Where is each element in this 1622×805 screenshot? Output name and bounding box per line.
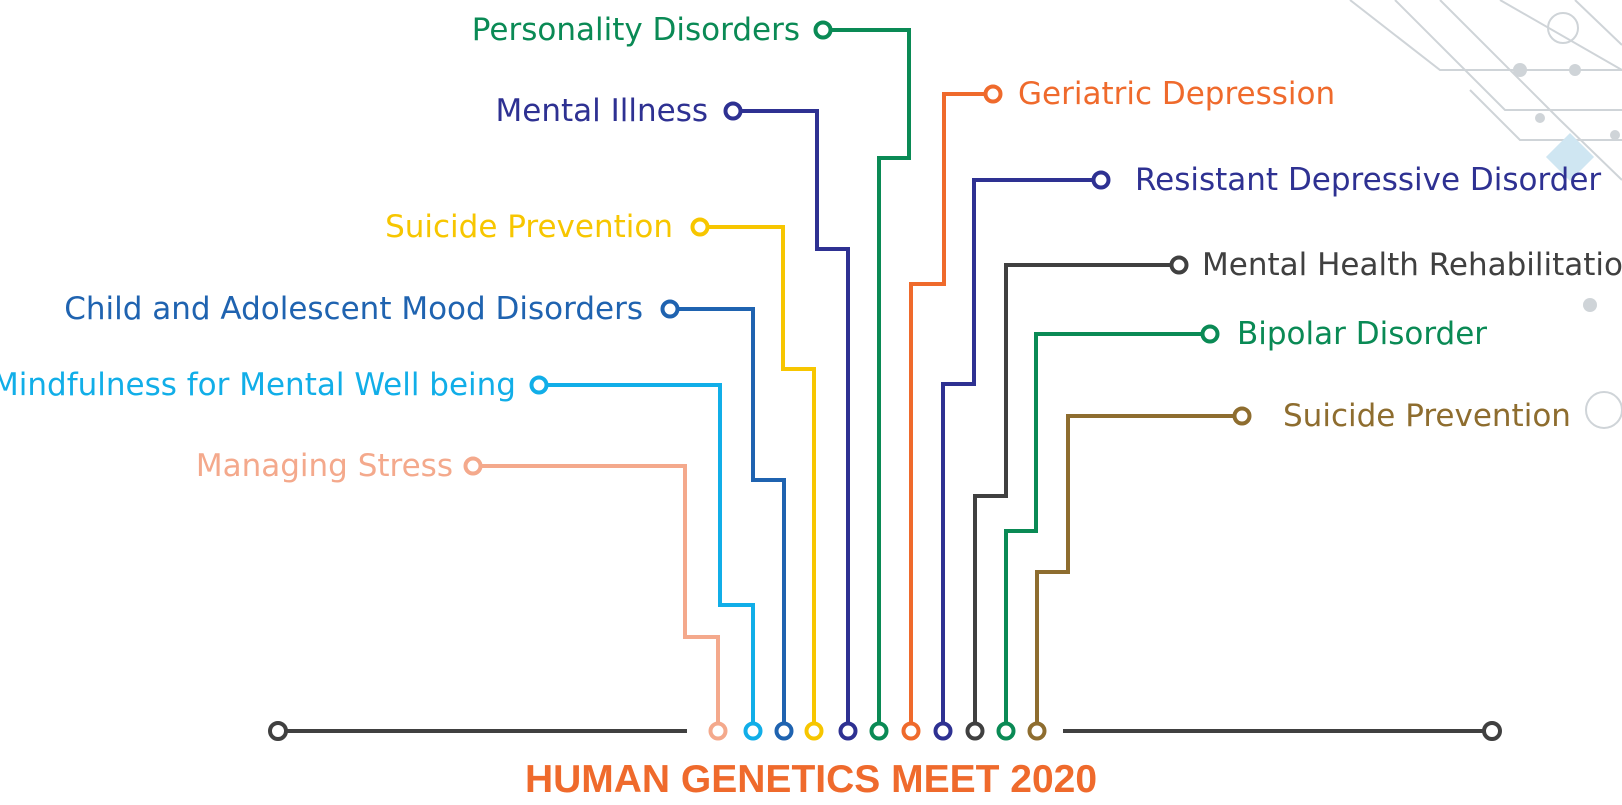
left-topic-label-0: Personality Disorders: [472, 12, 800, 48]
right-axis-node-3: [996, 721, 1016, 741]
axis-end-node: [1482, 721, 1502, 741]
left-axis-node-5: [708, 721, 728, 741]
axis-end-node: [268, 721, 288, 741]
right-axis-node-1: [933, 721, 953, 741]
right-connector-line-2: [973, 263, 1179, 731]
left-connector-line-1: [733, 109, 850, 731]
decor-line: [1439, 0, 1622, 181]
left-topic-label-1: Mental Illness: [496, 93, 708, 129]
right-label-node-4: [1232, 406, 1252, 426]
left-connector-line-4: [539, 383, 755, 731]
right-topic-label-4: Suicide Prevention: [1283, 398, 1571, 434]
decor-line: [1499, 0, 1622, 71]
right-axis-node-0: [901, 721, 921, 741]
right-topic-label-0: Geriatric Depression: [1018, 76, 1335, 112]
left-axis-node-4: [743, 721, 763, 741]
left-axis-node-1: [838, 721, 858, 741]
right-topic-label-2: Mental Health Rehabilitation: [1202, 247, 1622, 283]
left-connector-line-2: [700, 225, 816, 731]
decor-node: [1585, 391, 1622, 429]
left-connector-line-0: [823, 28, 911, 731]
bottom-axis: [268, 721, 1502, 741]
left-topic-label-4: Mindfulness for Mental Well being: [0, 367, 516, 403]
decor-line: [1349, 0, 1622, 71]
left-axis-node-0: [869, 721, 889, 741]
left-axis-node-3: [774, 721, 794, 741]
left-label-node-5: [463, 456, 483, 476]
decor-dot: [1569, 64, 1581, 76]
left-topic-label-5: Managing Stress: [196, 448, 453, 484]
right-connector-line-1: [941, 178, 1101, 731]
left-label-node-1: [723, 101, 743, 121]
left-label-node-2: [690, 217, 710, 237]
decor-dot: [1610, 130, 1620, 140]
right-connector-line-3: [1004, 332, 1210, 731]
circuit-decoration: [1349, 0, 1622, 429]
left-label-node-0: [813, 20, 833, 40]
right-topic-label-1: Resistant Depressive Disorder: [1135, 162, 1601, 198]
decor-dot: [1513, 63, 1527, 77]
left-connector-line-5: [473, 464, 720, 731]
decor-node: [1547, 12, 1579, 44]
left-label-node-3: [660, 299, 680, 319]
event-title: HUMAN GENETICS MEET 2020: [525, 758, 1097, 801]
left-label-node-4: [529, 375, 549, 395]
decor-line: [1574, 0, 1622, 46]
right-axis-node-4: [1027, 721, 1047, 741]
right-connector-line-0: [909, 92, 993, 731]
left-topic-label-3: Child and Adolescent Mood Disorders: [64, 291, 643, 327]
right-label-node-2: [1169, 255, 1189, 275]
right-label-node-0: [983, 84, 1003, 104]
decor-dot: [1583, 298, 1597, 312]
left-topic-label-2: Suicide Prevention: [385, 209, 673, 245]
left-connector-line-3: [670, 307, 786, 731]
right-axis-node-2: [965, 721, 985, 741]
right-topic-label-3: Bipolar Disorder: [1237, 316, 1487, 352]
right-connector-line-4: [1035, 414, 1242, 731]
decor-line: [1394, 0, 1622, 111]
left-axis-node-2: [804, 721, 824, 741]
right-label-node-3: [1200, 324, 1220, 344]
right-label-node-1: [1091, 170, 1111, 190]
decor-dot: [1535, 113, 1545, 123]
decor-line: [1469, 89, 1622, 141]
